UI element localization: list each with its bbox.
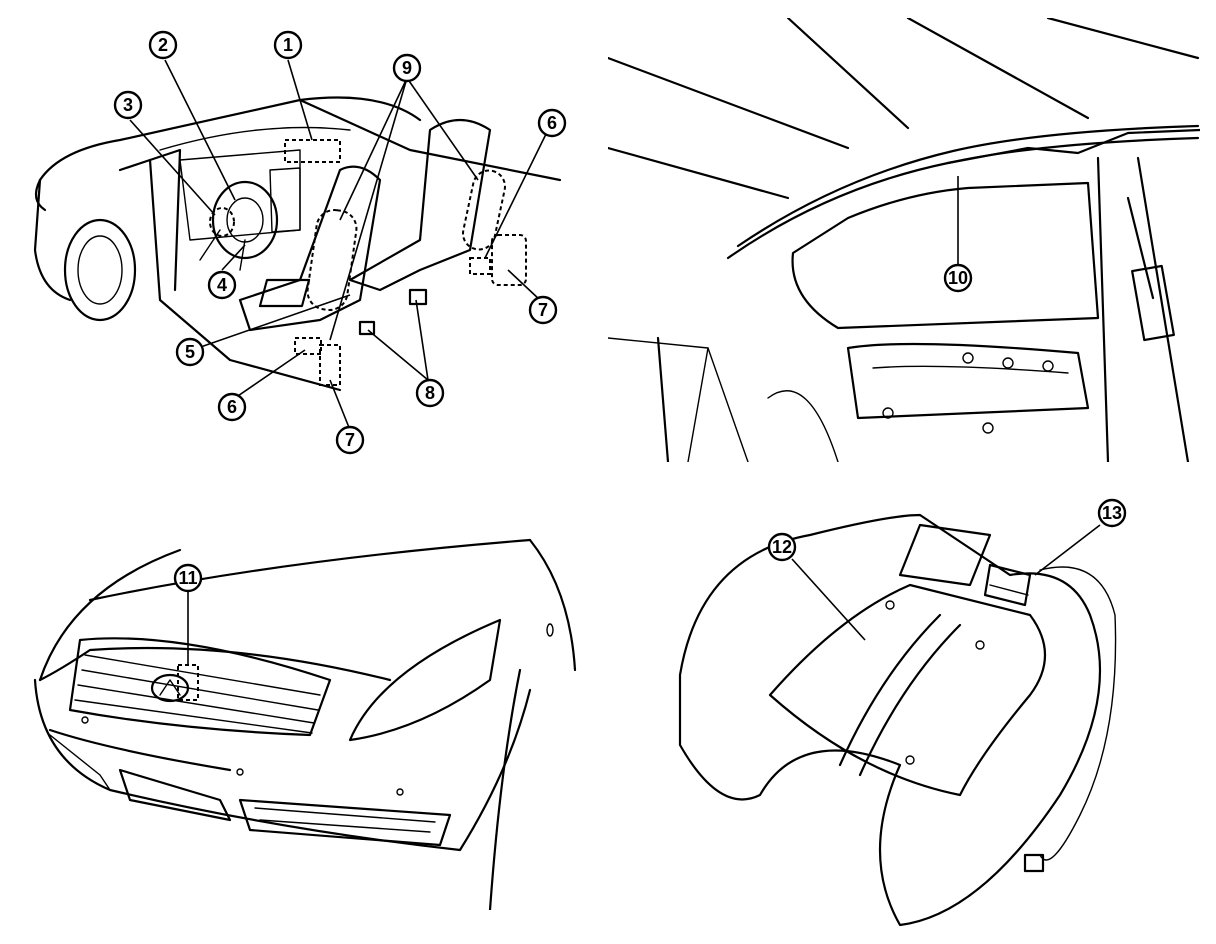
interior-illustration: 1 2 3 4 5 6 6 7 7 8 9: [33, 30, 567, 455]
callout-7a: 7: [335, 425, 365, 455]
callout-9: 9: [392, 53, 422, 83]
svg-text:2: 2: [158, 35, 168, 55]
panel-roof-rail: 10: [608, 18, 1200, 462]
svg-text:11: 11: [178, 568, 197, 588]
callout-12: 12: [767, 532, 797, 562]
callout-5: 5: [175, 337, 205, 367]
panel-seat-sensor: 12 13: [660, 495, 1160, 935]
svg-text:7: 7: [538, 300, 548, 320]
callout-13: 13: [1097, 498, 1127, 528]
svg-text:4: 4: [217, 275, 227, 295]
svg-text:10: 10: [948, 268, 968, 288]
callout-8: 8: [415, 378, 445, 408]
roof-rail-illustration: 10: [608, 18, 1200, 462]
svg-text:6: 6: [547, 113, 557, 133]
callout-6a: 6: [217, 392, 247, 422]
seat-sensor-illustration: 12 13: [678, 498, 1127, 927]
panel-interior: 1 2 3 4 5 6 6 7 7 8 9: [0, 0, 600, 470]
svg-text:12: 12: [772, 537, 792, 557]
callout-6b: 6: [537, 108, 567, 138]
svg-text:6: 6: [227, 397, 237, 417]
callout-1: 1: [273, 30, 303, 60]
svg-text:5: 5: [185, 342, 195, 362]
callout-11: 11: [173, 563, 203, 593]
callout-3: 3: [113, 90, 143, 120]
svg-text:9: 9: [402, 58, 412, 78]
svg-text:1: 1: [283, 35, 293, 55]
svg-text:3: 3: [123, 95, 133, 115]
svg-text:13: 13: [1102, 503, 1122, 523]
callout-4: 4: [207, 270, 237, 300]
front-bumper-illustration: 11: [33, 538, 577, 910]
svg-text:8: 8: [425, 383, 435, 403]
svg-text:7: 7: [345, 430, 355, 450]
callout-10: 10: [943, 263, 973, 293]
callout-7b: 7: [528, 295, 558, 325]
panel-front-bumper: 11: [30, 530, 590, 910]
callout-2: 2: [148, 30, 178, 60]
